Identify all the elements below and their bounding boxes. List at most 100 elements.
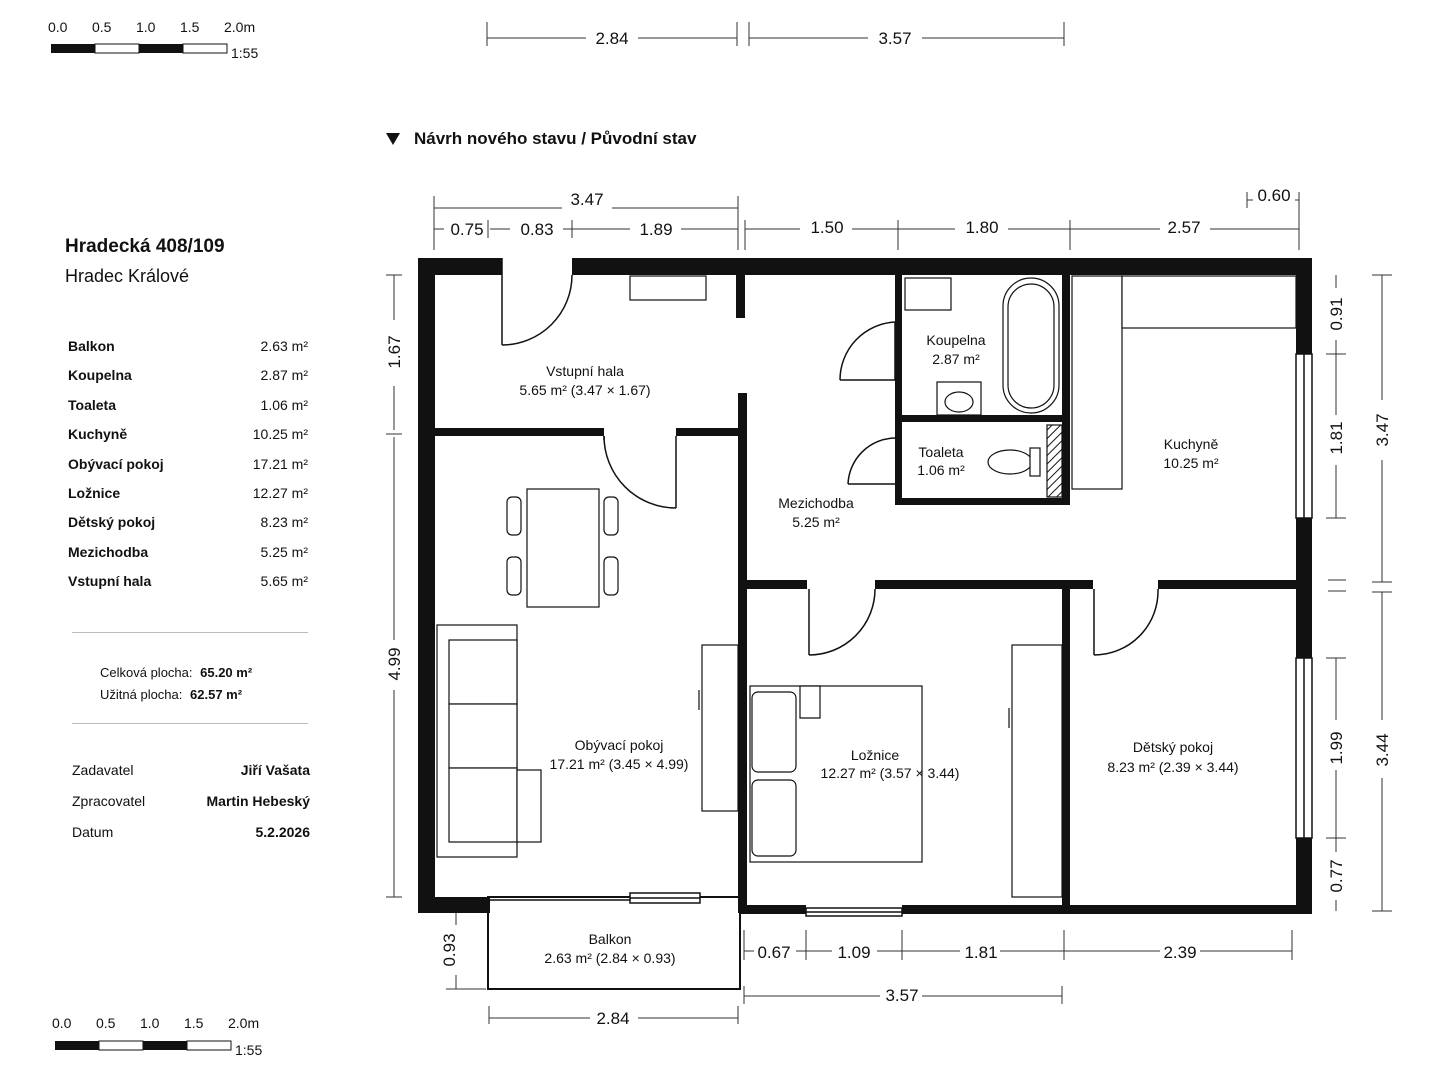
divider [72,723,308,724]
kitchen-counter [1071,275,1123,490]
scale-tick-label: 1.0 [140,1015,160,1031]
room-name: Balkon [68,338,115,354]
address-street: Hradecká 408/109 [65,236,225,257]
room-area: 2.87 m² [260,367,308,384]
dining-table [526,488,600,608]
room-area: 17.21 m² (3.45 × 4.99) [550,756,689,772]
meta-value: Martin Hebeský [206,793,310,809]
list-item: Obývací pokoj 17.21 m² [68,456,308,485]
total-area-value: 65.20 m² [200,665,253,680]
tv-cabinet [701,644,739,812]
scale-tick-label: 1.0 [136,19,156,35]
room-area: 1.06 m² [260,396,308,413]
meta-label: Datum [72,824,114,840]
dim-right-inner: 0.77 [1327,859,1346,892]
room-area: 12.27 m² [252,484,308,501]
toilet [987,449,1033,475]
dim-right-outer: 3.44 [1373,733,1392,766]
dim-right-outer: 3.47 [1373,413,1392,446]
dim-left: 0.93 [440,933,459,966]
room-name: Obývací pokoj [575,737,664,753]
room-area: 10.25 m² [1163,455,1219,471]
room-name: Toaleta [918,444,963,460]
dim-top-row: 1.50 [810,218,843,237]
room-name: Mezichodba [68,543,149,560]
dim-top-outer: 3.57 [878,29,911,48]
walls [418,258,1312,990]
total-area-label: Celková plocha: [100,665,193,680]
scale-ratio: 1:55 [235,1042,262,1058]
room-area: 17.21 m² [252,455,308,472]
room-name: Ložnice [851,747,899,763]
dim-right-inner: 1.99 [1327,731,1346,764]
room-area: 8.23 m² [260,514,308,531]
usable-area-value: 62.57 m² [190,687,243,702]
scale-tick-label: 0.5 [96,1015,116,1031]
room-name: Toaleta [68,396,116,413]
room-labels: Vstupní hala 5.65 m² (3.47 × 1.67) Koupe… [519,332,1238,966]
dim-left: 1.67 [385,335,404,368]
dim-top-small: 0.60 [1257,186,1290,205]
meta-value: Jiří Vašata [240,762,310,778]
scale-tick-label: 2.0m [224,19,255,35]
scale-tick-label: 0.0 [52,1015,72,1031]
room-name: Ložnice [68,484,121,501]
dimension-labels: 2.84 3.57 3.47 0.60 0.75 0.83 1.89 1.50 … [385,29,1392,1028]
dim-left: 4.99 [385,647,404,680]
dimension-lines [386,22,1392,1024]
room-area: 1.06 m² [917,462,965,478]
dim-bottom-row: 1.81 [964,943,997,962]
room-name: Dětský pokoj [1133,739,1213,755]
doors [501,258,1159,656]
dim-top-row: 1.89 [639,220,672,239]
dim-top-outer: 2.84 [595,29,628,48]
meta-row: Datum 5.2.2026 [72,824,310,855]
wardrobe [1011,644,1063,898]
meta-label: Zadavatel [72,762,134,778]
room-name: Vstupní hala [546,363,624,379]
furniture [436,275,1297,898]
room-area: 5.25 m² [260,543,308,560]
room-name: Kuchyně [1164,436,1219,452]
area-totals: Celková plocha: 65.20 m² Užitná plocha: … [100,662,252,706]
scale-bar-bottom: 0.0 0.5 1.0 1.5 2.0m 1:55 [52,1015,262,1058]
usable-area-label: Užitná plocha: [100,687,183,702]
meta-label: Zpracovatel [72,793,146,809]
dim-top-row: 2.57 [1167,218,1200,237]
scale-ratio: 1:55 [231,45,258,61]
dim-right-inner: 1.81 [1327,421,1346,454]
room-area: 12.27 m² (3.57 × 3.44) [821,765,960,781]
dim-top-row: 0.83 [520,220,553,239]
dim-bottom-mid: 3.57 [885,986,918,1005]
divider [72,632,308,633]
plan-heading-label: Návrh nového stavu / Původní stav [414,129,697,148]
meta-row: Zpracovatel Martin Hebeský [72,793,310,824]
room-area: 5.65 m² [260,573,308,590]
plan-heading[interactable]: Návrh nového stavu / Původní stav [386,129,696,149]
room-area: 10.25 m² [252,426,308,443]
hall-wardrobe [629,275,707,301]
dim-top-row: 1.80 [965,218,998,237]
washing-machine [904,277,952,311]
list-item: Mezichodba 5.25 m² [68,544,308,573]
dim-top-overall: 3.47 [570,190,603,209]
room-area: 2.63 m² (2.84 × 0.93) [544,950,675,966]
room-name: Balkon [589,931,632,947]
dim-bottom-row: 2.39 [1163,943,1196,962]
meta-value: 5.2.2026 [255,824,311,840]
room-area: 5.25 m² [792,514,840,530]
dim-bottom-row: 0.67 [757,943,790,962]
list-item: Toaleta 1.06 m² [68,397,308,426]
scale-tick-label: 0.5 [92,19,112,35]
room-name: Obývací pokoj [68,455,164,472]
windows [490,353,1313,917]
scale-bar-top: 0.0 0.5 1.0 1.5 2.0m 1:55 [48,19,258,61]
room-name: Mezichodba [778,495,854,511]
scale-tick-label: 1.5 [184,1015,204,1031]
